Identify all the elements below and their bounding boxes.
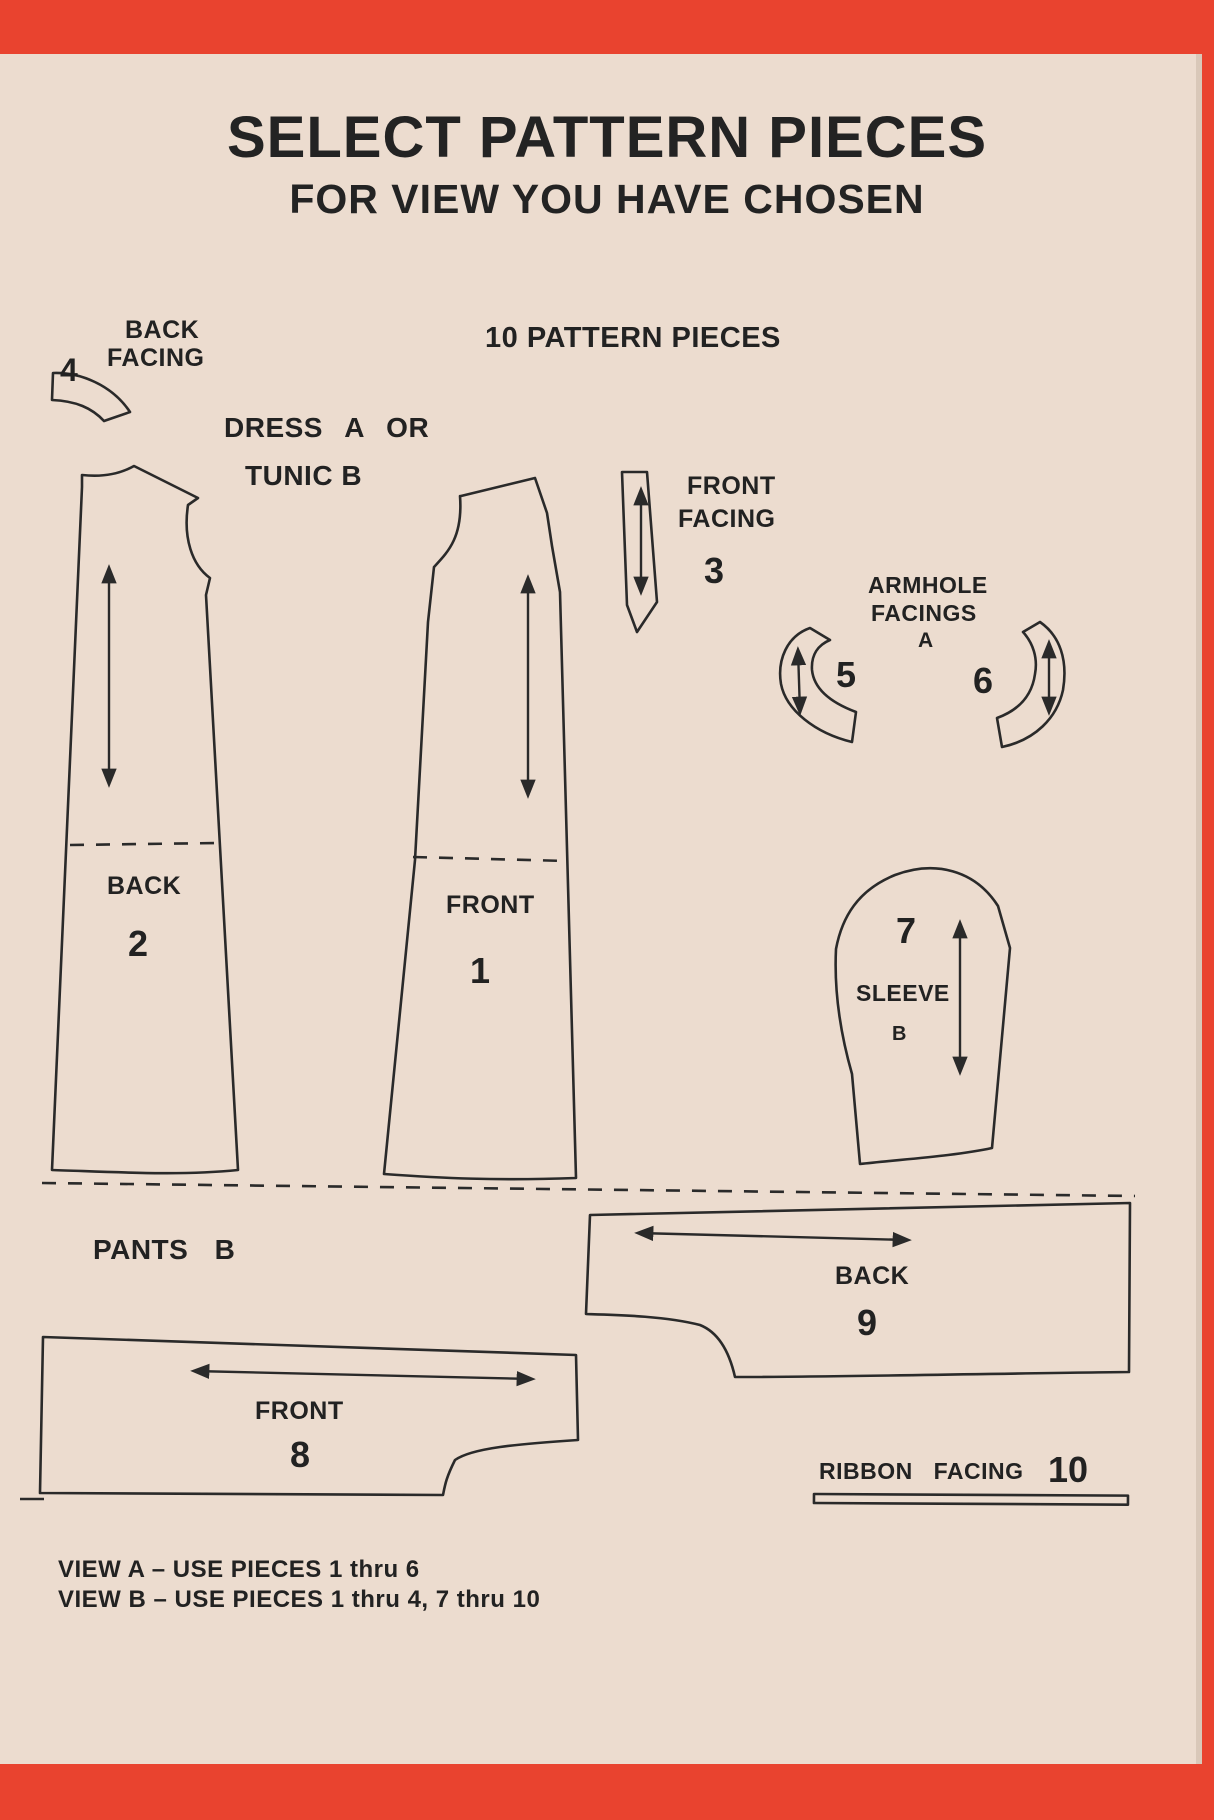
front-facing-label-2: FACING bbox=[678, 505, 776, 533]
page-subtitle: FOR VIEW YOU HAVE CHOSEN bbox=[289, 176, 925, 222]
sleeve-view: B bbox=[892, 1023, 907, 1045]
piece-front-facing bbox=[620, 470, 659, 634]
armhole-label-3: A bbox=[918, 629, 934, 652]
back-label: BACK bbox=[107, 872, 182, 900]
pattern-sheet bbox=[0, 54, 1202, 1764]
ribbon-number: 10 bbox=[1048, 1449, 1089, 1490]
back-facing-number: 4 bbox=[60, 352, 78, 388]
pants-front-number: 8 bbox=[290, 1434, 311, 1475]
armhole-left-number: 5 bbox=[836, 654, 857, 695]
armhole-label-1: ARMHOLE bbox=[868, 572, 988, 598]
pants-label: PANTS B bbox=[93, 1234, 236, 1265]
back-facing-label-2: FACING bbox=[107, 344, 205, 372]
piece-count: 10 PATTERN PIECES bbox=[485, 322, 781, 354]
sleeve-label: SLEEVE bbox=[856, 980, 950, 1006]
front-number: 1 bbox=[470, 950, 491, 991]
view-a-instructions: VIEW A – USE PIECES 1 thru 6 bbox=[58, 1556, 420, 1583]
view-b-instructions: VIEW B – USE PIECES 1 thru 4, 7 thru 10 bbox=[58, 1586, 541, 1613]
piece-sleeve bbox=[834, 867, 1012, 1166]
back-facing-label-1: BACK bbox=[125, 316, 200, 344]
ribbon-label: RIBBON FACING bbox=[819, 1458, 1024, 1484]
pants-front-grainline bbox=[190, 1363, 536, 1387]
front-label: FRONT bbox=[446, 891, 535, 919]
pants-back-label: BACK bbox=[835, 1262, 910, 1290]
piece-ribbon-facing bbox=[812, 1492, 1130, 1506]
piece-back bbox=[50, 464, 240, 1175]
back-number: 2 bbox=[128, 923, 149, 964]
sleeve-number: 7 bbox=[896, 910, 917, 951]
armhole-label-2: FACINGS bbox=[871, 600, 977, 626]
piece-pants-back bbox=[584, 1201, 1132, 1379]
pants-back-number: 9 bbox=[857, 1302, 878, 1343]
armhole-right-number: 6 bbox=[973, 660, 994, 701]
armhole-left-grainline bbox=[790, 646, 808, 716]
front-facing-label-1: FRONT bbox=[687, 472, 776, 500]
piece-pants-front bbox=[38, 1335, 580, 1497]
piece-armhole-facing-left bbox=[778, 626, 858, 744]
piece-back-facing bbox=[50, 371, 132, 423]
page-title: SELECT PATTERN PIECES bbox=[226, 105, 988, 170]
piece-front bbox=[382, 476, 578, 1181]
pants-front-label: FRONT bbox=[255, 1397, 344, 1425]
dress-label: DRESS A OR bbox=[224, 412, 430, 443]
piece-armhole-facing-right bbox=[995, 620, 1066, 749]
front-lengthen-line bbox=[412, 855, 568, 863]
section-divider bbox=[41, 1181, 1136, 1198]
pants-back-grainline bbox=[634, 1225, 912, 1248]
tunic-label-text: TUNIC B bbox=[245, 460, 363, 491]
back-lengthen-line bbox=[69, 841, 219, 847]
front-facing-number: 3 bbox=[704, 550, 725, 591]
